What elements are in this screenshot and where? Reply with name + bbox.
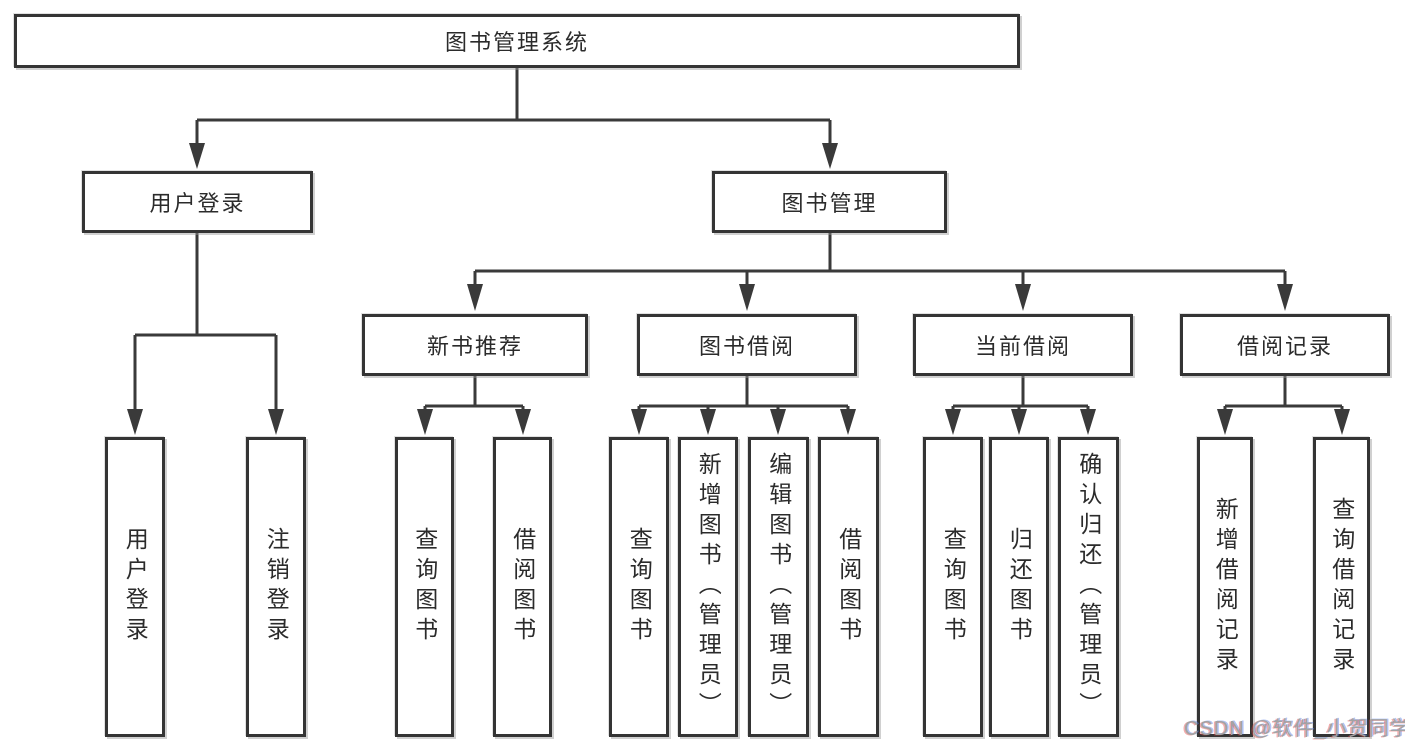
leaf-query-book-newrec: 查询图书 bbox=[395, 437, 454, 737]
leaf-query-book-borrow: 查询图书 bbox=[609, 437, 669, 737]
node-new-book-recommend: 新书推荐 bbox=[362, 314, 588, 376]
node-label: 注销登录 bbox=[263, 527, 290, 647]
node-label: 新增图书（管理员） bbox=[695, 452, 722, 722]
node-label: 借阅记录 bbox=[1236, 334, 1333, 359]
node-label: 借阅图书 bbox=[509, 527, 536, 647]
node-label: 编辑图书（管理员） bbox=[765, 452, 792, 722]
node-label: 借阅图书 bbox=[835, 527, 862, 647]
leaf-user-login: 用户登录 bbox=[105, 437, 165, 737]
node-user-login: 用户登录 bbox=[82, 171, 313, 233]
leaf-add-borrow-record: 新增借阅记录 bbox=[1197, 437, 1253, 737]
node-current-borrow: 当前借阅 bbox=[913, 314, 1133, 376]
csdn-watermark: CSDN @软件_小贺同学 bbox=[1184, 718, 1405, 740]
node-label: 确认归还（管理员） bbox=[1075, 452, 1102, 722]
node-label: 图书管理系统 bbox=[444, 30, 589, 55]
node-root-system: 图书管理系统 bbox=[14, 14, 1020, 68]
leaf-edit-book-admin: 编辑图书（管理员） bbox=[748, 437, 809, 737]
leaf-borrow-book: 借阅图书 bbox=[818, 437, 879, 737]
leaf-return-book: 归还图书 bbox=[989, 437, 1049, 737]
node-label: 查询图书 bbox=[626, 527, 653, 647]
leaf-borrow-book-newrec: 借阅图书 bbox=[493, 437, 552, 737]
node-book-management: 图书管理 bbox=[712, 171, 947, 233]
node-label: 图书借阅 bbox=[698, 334, 795, 359]
node-label: 当前借阅 bbox=[974, 334, 1071, 359]
node-label: 图书管理 bbox=[781, 191, 878, 216]
node-label: 用户登录 bbox=[149, 191, 246, 216]
node-label: 新增借阅记录 bbox=[1212, 497, 1239, 677]
node-book-borrow: 图书借阅 bbox=[637, 314, 857, 376]
node-label: 查询借阅记录 bbox=[1328, 497, 1355, 677]
leaf-logout: 注销登录 bbox=[246, 437, 306, 737]
leaf-add-book-admin: 新增图书（管理员） bbox=[678, 437, 738, 737]
node-label: 新书推荐 bbox=[426, 334, 523, 359]
node-label: 查询图书 bbox=[411, 527, 438, 647]
node-borrow-records: 借阅记录 bbox=[1180, 314, 1390, 376]
node-label: 用户登录 bbox=[122, 527, 149, 647]
node-label: 查询图书 bbox=[940, 527, 967, 647]
node-label: 归还图书 bbox=[1006, 527, 1033, 647]
leaf-confirm-return-admin: 确认归还（管理员） bbox=[1058, 437, 1119, 737]
leaf-query-book-current: 查询图书 bbox=[923, 437, 983, 737]
leaf-query-borrow-record: 查询借阅记录 bbox=[1313, 437, 1370, 737]
